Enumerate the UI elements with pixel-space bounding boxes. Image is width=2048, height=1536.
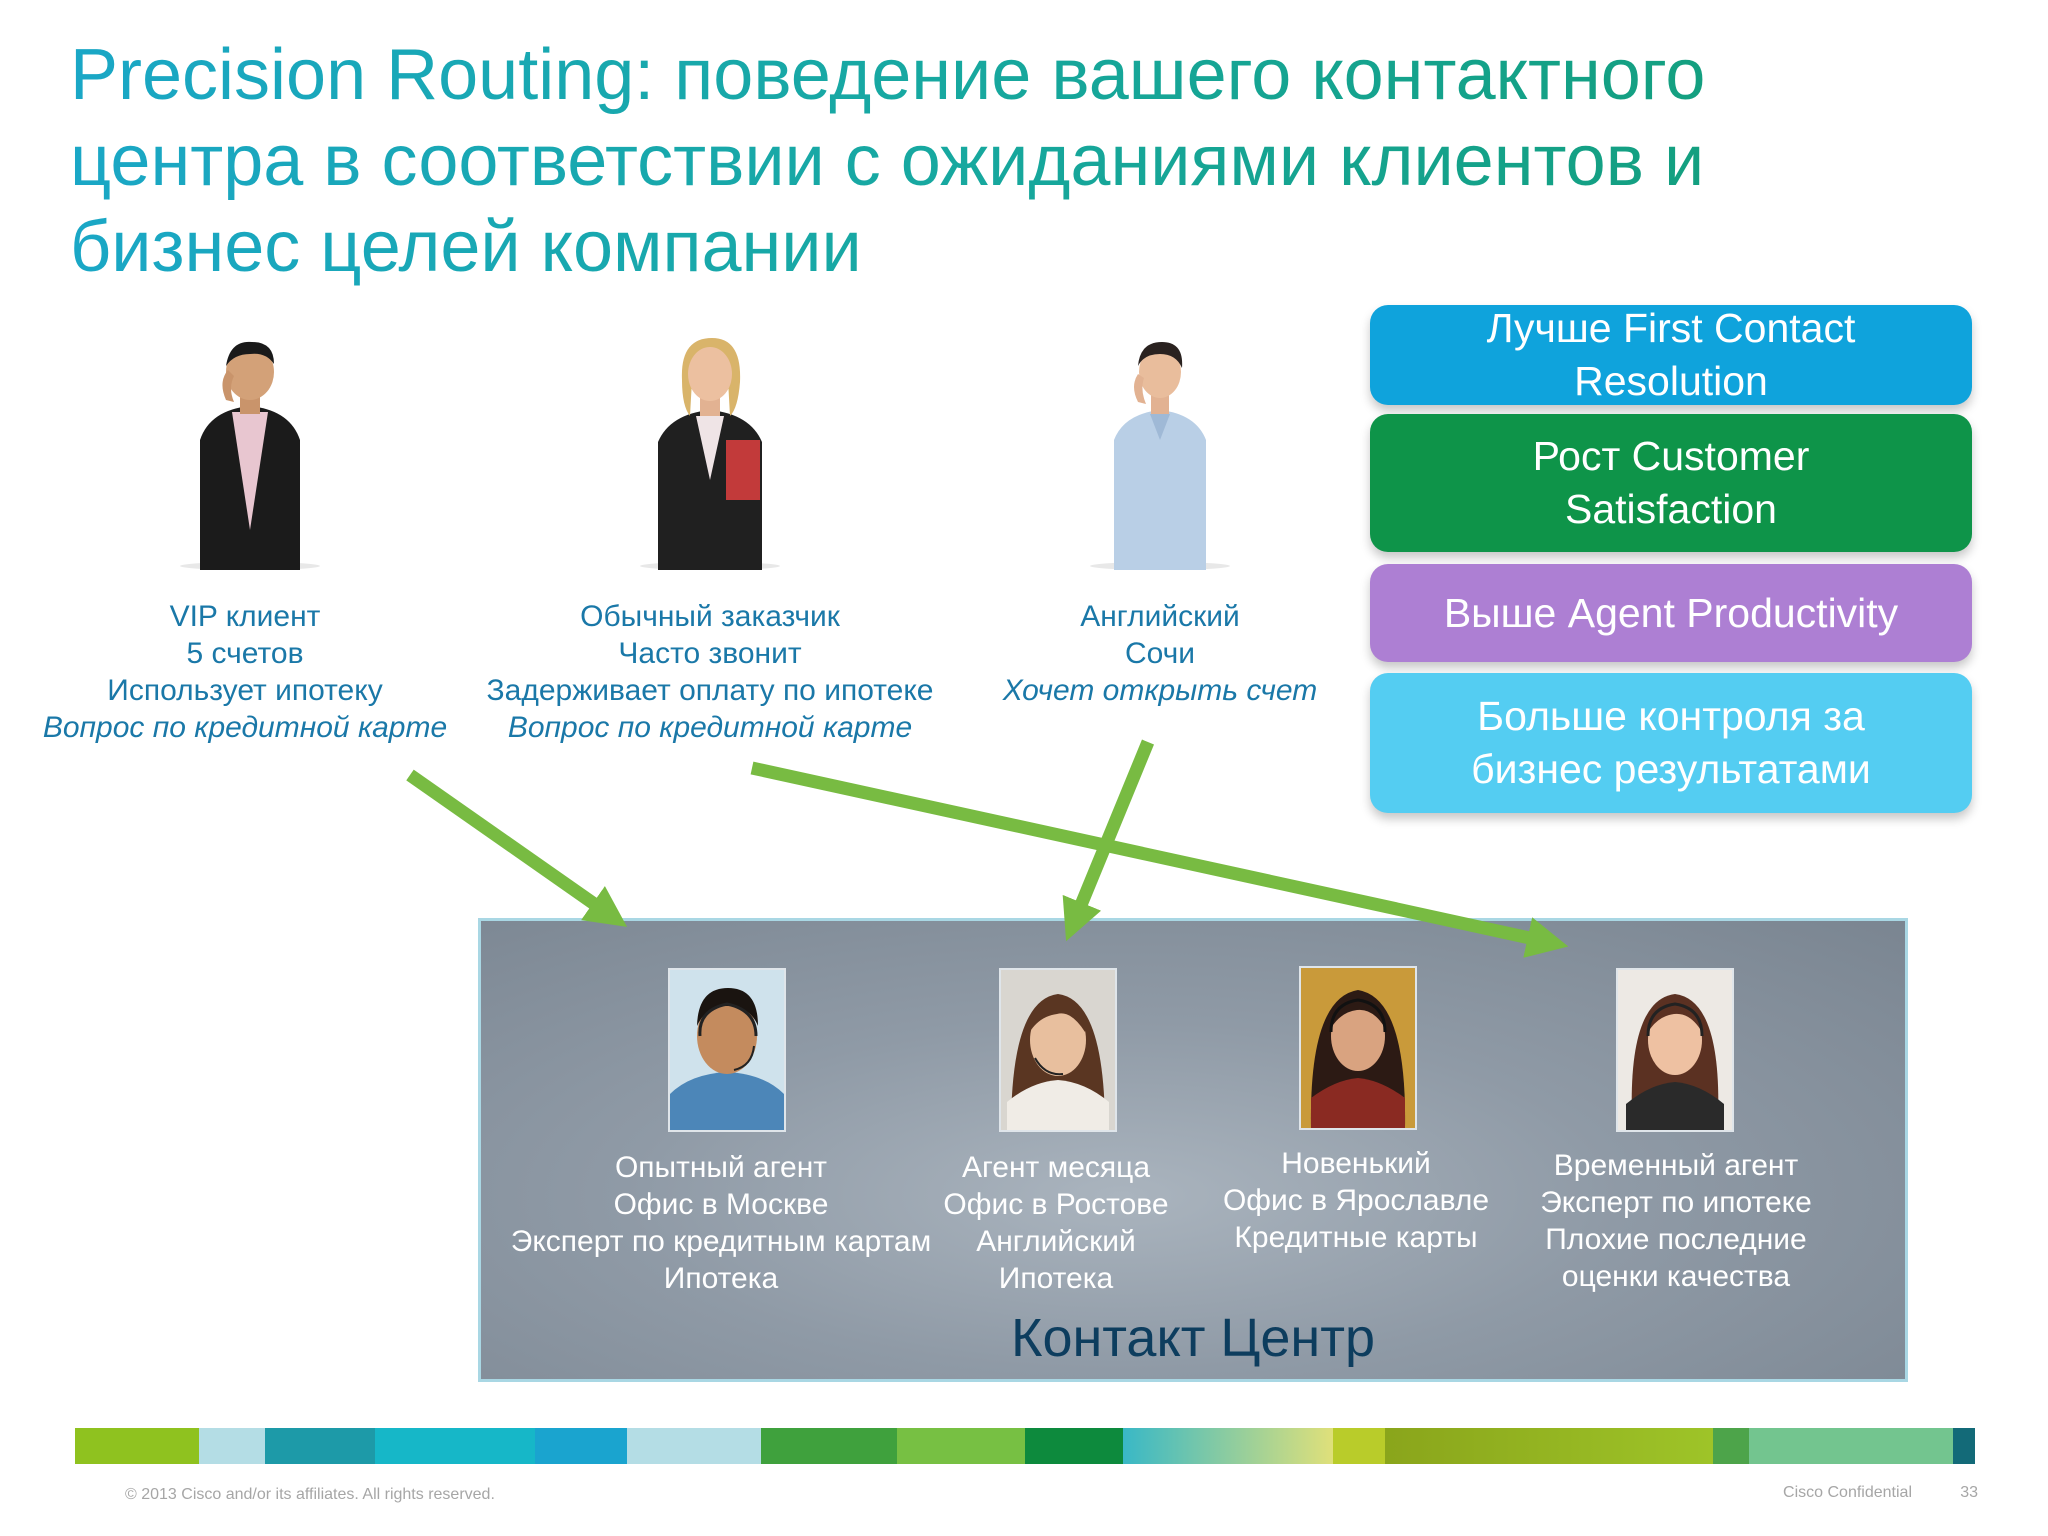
agent-description-month: Агент месяца Офис в Ростове Английский И… xyxy=(921,1149,1191,1297)
footer-confidential: Cisco Confidential xyxy=(1783,1484,1912,1501)
agent-line: Агент месяца xyxy=(961,1151,1151,1184)
color-segment xyxy=(75,1428,199,1464)
color-segment xyxy=(199,1428,265,1464)
goal-line: Рост Customer xyxy=(1532,433,1810,479)
goal-line: Resolution xyxy=(1574,358,1768,404)
customer-line: VIP клиент xyxy=(169,600,321,633)
color-segment xyxy=(761,1428,897,1464)
goal-line: Больше контроля за xyxy=(1477,693,1865,739)
goal-business-control: Больше контроля за бизнес результатами xyxy=(1370,673,1972,813)
customer-line: Использует ипотеку xyxy=(107,674,383,707)
agent-line: Эксперт по ипотеке xyxy=(1540,1186,1812,1219)
color-segment xyxy=(1025,1428,1123,1464)
agent-photo-newbie xyxy=(1299,966,1417,1130)
customer-question: Вопрос по кредитной карте xyxy=(42,711,448,744)
contact-center-label: Контакт Центр xyxy=(1011,1308,1375,1368)
footer-copyright: © 2013 Cisco and/or its affiliates. All … xyxy=(125,1486,495,1503)
agent-line: Английский xyxy=(976,1225,1136,1258)
customer-line: Часто звонит xyxy=(618,637,802,670)
goal-first-contact-resolution: Лучше First Contact Resolution xyxy=(1370,305,1972,405)
footer-color-bar xyxy=(75,1428,1975,1464)
customer-figure-english xyxy=(1080,330,1240,570)
goal-agent-productivity: Выше Agent Productivity xyxy=(1370,564,1972,662)
agent-line: Временный агент xyxy=(1553,1149,1799,1182)
customer-figure-regular xyxy=(630,330,790,570)
color-segment xyxy=(897,1428,1025,1464)
arrow-english-to-month xyxy=(1062,739,1155,942)
color-segment xyxy=(1385,1428,1713,1464)
arrow-regular-to-temporary xyxy=(750,761,1569,958)
customer-figure-vip xyxy=(170,330,330,570)
color-segment xyxy=(1953,1428,1975,1464)
page-number: 33 xyxy=(1960,1484,1978,1501)
agent-line: Новенький xyxy=(1281,1147,1431,1180)
customer-line: 5 счетов xyxy=(186,637,304,670)
color-segment xyxy=(535,1428,627,1464)
customer-line: Обычный заказчик xyxy=(580,600,840,633)
agent-line: Ипотека xyxy=(663,1262,779,1295)
contact-center-panel: Опытный агент Офис в Москве Эксперт по к… xyxy=(478,918,1908,1382)
agent-description-experienced: Опытный агент Офис в Москве Эксперт по к… xyxy=(491,1149,951,1297)
goal-line: Satisfaction xyxy=(1565,486,1777,532)
arrow-vip-to-experienced xyxy=(406,769,628,927)
color-segment xyxy=(627,1428,761,1464)
customer-line: Задерживает оплату по ипотеке xyxy=(486,674,934,707)
color-segment xyxy=(1333,1428,1385,1464)
agent-line: Ипотека xyxy=(998,1262,1114,1295)
customer-question: Вопрос по кредитной карте xyxy=(507,711,913,744)
agent-line: Кредитные карты xyxy=(1234,1221,1478,1254)
agent-line: Эксперт по кредитным картам xyxy=(510,1225,932,1258)
agent-photo-temporary xyxy=(1616,968,1734,1132)
color-segment xyxy=(265,1428,375,1464)
color-segment xyxy=(1123,1428,1333,1464)
agent-line: Офис в Москве xyxy=(613,1188,829,1221)
agent-photo-experienced xyxy=(668,968,786,1132)
customer-description-vip: VIP клиент 5 счетов Использует ипотеку В… xyxy=(20,598,470,746)
agent-line: Офис в Ростове xyxy=(943,1188,1169,1221)
agent-line: Опытный агент xyxy=(614,1151,828,1184)
customer-description-english: Английский Сочи Хочет открыть счет xyxy=(990,598,1330,709)
customer-line: Английский xyxy=(1080,600,1240,633)
goal-line: Лучше First Contact xyxy=(1486,305,1856,351)
color-segment xyxy=(1749,1428,1953,1464)
agent-description-temporary: Временный агент Эксперт по ипотеке Плохи… xyxy=(1521,1147,1831,1295)
customer-question: Хочет открыть счет xyxy=(1002,674,1318,707)
goal-customer-satisfaction: Рост Customer Satisfaction xyxy=(1370,414,1972,552)
goal-line: Выше Agent Productivity xyxy=(1443,589,1899,636)
color-segment xyxy=(375,1428,535,1464)
agent-description-newbie: Новенький Офис в Ярославле Кредитные кар… xyxy=(1201,1145,1511,1256)
agent-photo-month xyxy=(999,968,1117,1132)
agent-line: оценки качества xyxy=(1561,1260,1791,1293)
agent-line: Офис в Ярославле xyxy=(1222,1184,1490,1217)
color-segment xyxy=(1713,1428,1749,1464)
customer-line: Сочи xyxy=(1124,637,1196,670)
agent-line: Плохие последние xyxy=(1545,1223,1807,1256)
goal-line: бизнес результатами xyxy=(1471,746,1871,792)
customer-description-regular: Обычный заказчик Часто звонит Задерживае… xyxy=(470,598,950,746)
